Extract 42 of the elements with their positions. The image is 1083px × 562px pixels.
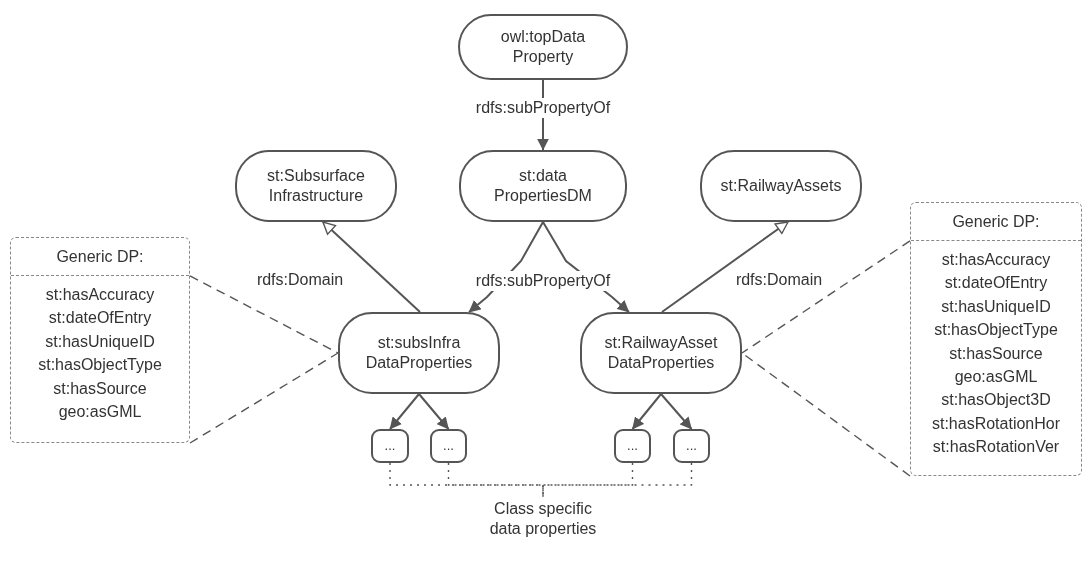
property-name: st:hasAccuracy	[45, 285, 155, 305]
dotted-connector	[447, 462, 544, 498]
callout-line	[741, 240, 911, 477]
property-name: st:hasObjectType	[38, 355, 162, 376]
edge-label: rdfs:subPropertyOf	[473, 98, 613, 118]
class-node: st:RailwayAssets	[700, 150, 862, 222]
property-name: st:hasRotationHor	[931, 413, 1061, 434]
property-name: st:dateOfEntry	[944, 273, 1048, 294]
class-node: owl:topData Property	[458, 14, 628, 80]
arrow	[418, 393, 450, 430]
property-name: st:hasSource	[53, 378, 147, 399]
edge-label: rdfs:subPropertyOf	[473, 271, 613, 291]
class-node: st:subsInfra DataProperties	[338, 312, 500, 394]
ellipsis-node: ...	[371, 429, 409, 463]
callout-line	[189, 275, 339, 444]
arrow	[631, 393, 662, 430]
property-name: st:hasSource	[949, 343, 1043, 364]
arrow	[389, 393, 420, 430]
panel-heading: Generic DP:	[911, 203, 1081, 241]
ellipsis-node: ...	[673, 429, 710, 463]
domain-arrow	[660, 221, 789, 313]
ellipsis-node: ...	[430, 429, 467, 463]
property-name: st:hasRotationVer	[932, 437, 1060, 458]
property-name: st:dateOfEntry	[48, 308, 152, 329]
dotted-connector	[542, 462, 634, 498]
domain-arrow	[321, 221, 421, 313]
property-name: geo:asGML	[58, 402, 142, 423]
class-node: st:RailwayAsset DataProperties	[580, 312, 742, 394]
class-node: st:Subsurface Infrastructure	[235, 150, 397, 222]
panel-heading: Generic DP:	[11, 238, 189, 276]
arrow	[660, 393, 693, 430]
property-name: geo:asGML	[954, 367, 1038, 388]
caption-text: Class specific data properties	[478, 497, 608, 541]
property-name: st:hasUniqueID	[45, 331, 155, 352]
ellipsis-node: ...	[614, 429, 651, 463]
callout-panel	[10, 237, 190, 443]
class-node: st:data PropertiesDM	[459, 150, 627, 222]
property-name: st:hasUniqueID	[941, 296, 1051, 317]
property-name: st:hasObjectType	[934, 320, 1058, 341]
callout-panel	[910, 202, 1082, 476]
property-name: st:hasObject3D	[941, 390, 1051, 411]
property-name: st:hasAccuracy	[941, 250, 1051, 270]
